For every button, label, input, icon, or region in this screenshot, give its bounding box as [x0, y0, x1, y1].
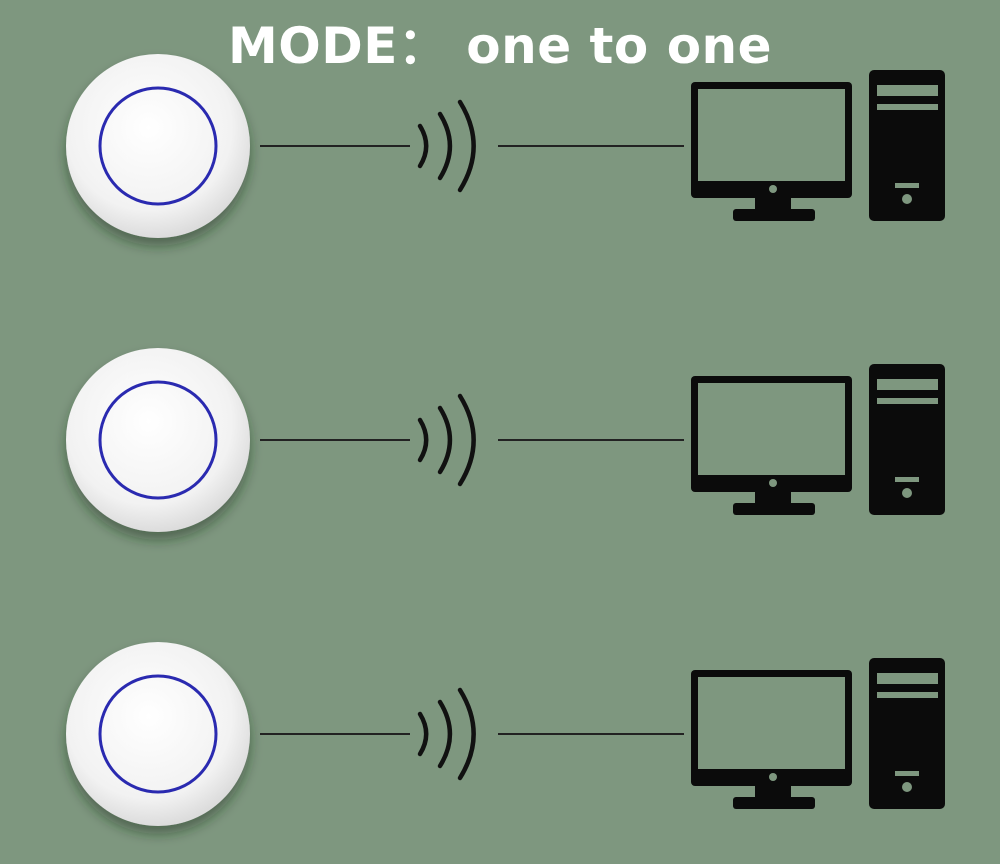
monitor-neck — [755, 786, 791, 798]
signal-arc — [417, 417, 429, 463]
monitor-stand — [733, 797, 815, 809]
pair-row — [66, 348, 945, 532]
desktop-computer-icon — [691, 658, 945, 809]
button-ring — [98, 380, 218, 500]
mode-title: MODE： one to one — [227, 17, 773, 75]
wireless-button — [66, 54, 250, 238]
monitor-led — [769, 185, 777, 193]
button-face — [66, 642, 250, 826]
wireless-button — [66, 642, 250, 826]
monitor-neck — [755, 492, 791, 504]
pair-row — [66, 642, 945, 826]
monitor-neck — [755, 198, 791, 210]
wifi-signal-icon — [417, 393, 476, 487]
signal-arc — [417, 711, 429, 757]
tower-slot — [895, 771, 919, 776]
signal-arc — [417, 123, 429, 169]
monitor-screen — [698, 677, 845, 769]
monitor-led — [769, 479, 777, 487]
power-button — [902, 194, 912, 204]
button-ring — [98, 86, 218, 206]
drive-bay — [877, 692, 938, 698]
tower-slot — [895, 477, 919, 482]
drive-bay — [877, 104, 938, 110]
button-face — [66, 54, 250, 238]
pair-row — [66, 54, 945, 238]
wifi-signal-icon — [417, 99, 476, 193]
monitor-screen — [698, 383, 845, 475]
drive-bay — [877, 85, 938, 96]
wifi-signal-icon — [417, 687, 476, 781]
monitor-screen — [698, 89, 845, 181]
monitor-stand — [733, 209, 815, 221]
monitor-stand — [733, 503, 815, 515]
button-ring — [98, 674, 218, 794]
desktop-computer-icon — [691, 70, 945, 221]
tower-slot — [895, 183, 919, 188]
monitor-led — [769, 773, 777, 781]
signal-arc — [457, 687, 476, 781]
signal-arc — [437, 111, 453, 181]
drive-bay — [877, 379, 938, 390]
wireless-button — [66, 348, 250, 532]
button-face — [66, 348, 250, 532]
drive-bay — [877, 398, 938, 404]
signal-arc — [437, 699, 453, 769]
power-button — [902, 782, 912, 792]
drive-bay — [877, 673, 938, 684]
signal-arc — [457, 99, 476, 193]
signal-arc — [437, 405, 453, 475]
signal-arc — [457, 393, 476, 487]
pairs-layer — [66, 54, 945, 826]
power-button — [902, 488, 912, 498]
desktop-computer-icon — [691, 364, 945, 515]
